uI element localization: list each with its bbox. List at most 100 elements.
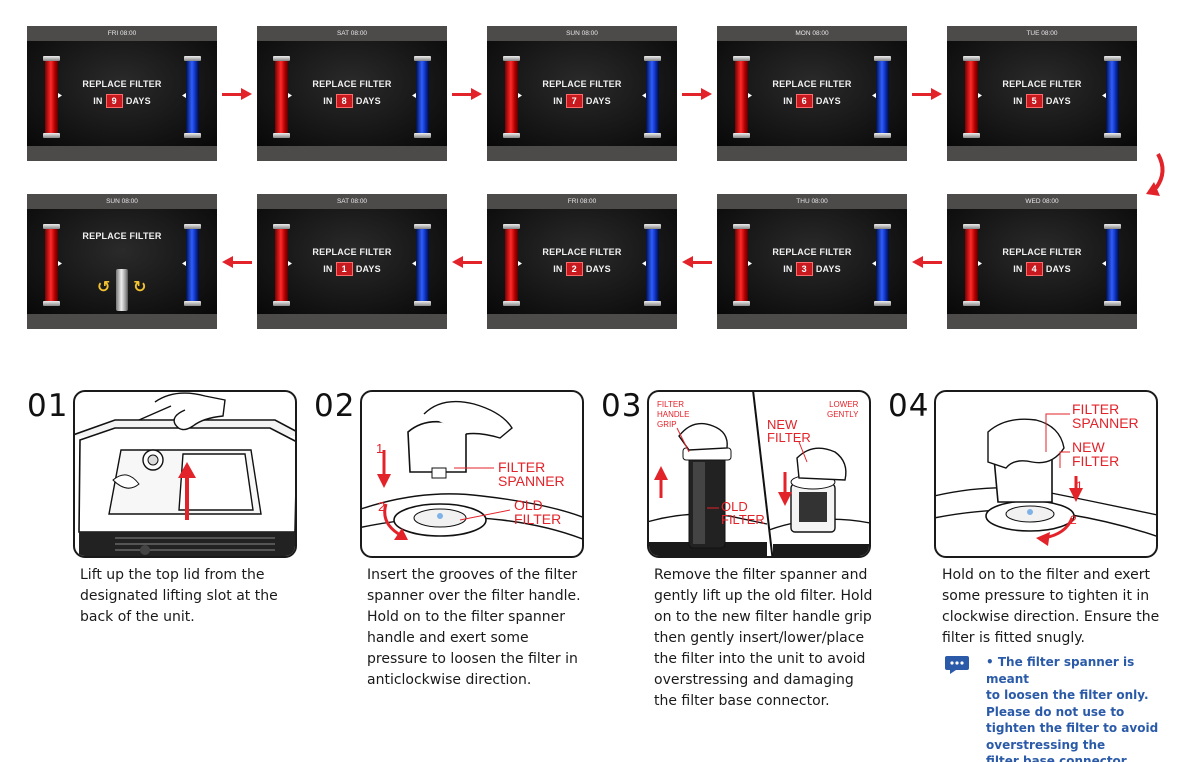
filter-handle-grip-label: FILTER HANDLE GRIP (657, 400, 690, 429)
arrow-left-icon (222, 256, 252, 268)
replace-filter-text: REPLACE FILTER (312, 79, 392, 89)
hot-tank-icon (963, 56, 982, 138)
screen-bottom-bar (487, 314, 677, 329)
days-text: DAYS (585, 264, 611, 274)
rotate-left-icon: ↺ (97, 277, 111, 296)
screen-time: FRI 08:00 (27, 26, 217, 41)
in-text: IN (323, 96, 333, 106)
hot-tank-icon (503, 56, 522, 138)
days-text: DAYS (815, 264, 841, 274)
step-number-03: 03 (601, 388, 643, 424)
hot-tank-icon (963, 224, 982, 306)
in-text: IN (553, 264, 563, 274)
days-remaining-count: 4 (1025, 262, 1043, 276)
cold-tank-icon (872, 224, 891, 306)
screen-bottom-bar (257, 146, 447, 161)
in-text: IN (323, 264, 333, 274)
screen-time: TUE 08:00 (947, 26, 1137, 41)
cold-tank-icon (642, 56, 661, 138)
replace-filter-text: REPLACE FILTER (82, 231, 162, 241)
in-text: IN (553, 96, 563, 106)
days-remaining-count: 7 (565, 94, 583, 108)
arrow-left-icon (912, 256, 942, 268)
screen-time: MON 08:00 (717, 26, 907, 41)
replace-filter-text: REPLACE FILTER (1002, 247, 1082, 257)
replace-filter-text: REPLACE FILTER (542, 247, 622, 257)
cold-tank-icon (412, 56, 431, 138)
cold-tank-icon (1102, 56, 1121, 138)
arrow-right-icon (912, 88, 942, 100)
old-filter-label: OLD FILTER (721, 499, 765, 527)
replace-filter-text: REPLACE FILTER (1002, 79, 1082, 89)
hot-tank-icon (43, 56, 62, 138)
screen-time: FRI 08:00 (487, 194, 677, 209)
cold-tank-icon (412, 224, 431, 306)
step-description-04: Hold on to the filter and exert some pre… (942, 567, 1160, 646)
replace-filter-illustration (649, 392, 869, 556)
screen-time: SUN 08:00 (27, 194, 217, 209)
days-remaining-count: 9 (105, 94, 123, 108)
step-illustration-01 (73, 390, 297, 558)
days-remaining-count: 8 (335, 94, 353, 108)
days-text: DAYS (355, 96, 381, 106)
old-filter-label: OLD FILTER (514, 497, 562, 527)
rotate-right-icon: ↻ (133, 277, 147, 296)
days-remaining-count: 1 (335, 262, 353, 276)
hot-tank-icon (43, 224, 62, 306)
days-text: DAYS (1045, 264, 1071, 274)
replace-filter-text: REPLACE FILTER (312, 247, 392, 257)
arrow-label-1: 1 (1076, 479, 1083, 493)
step-number-01: 01 (27, 388, 69, 424)
tighten-filter-illustration (936, 413, 1156, 546)
hot-tank-icon (733, 224, 752, 306)
filter-spanner-label: FILTER SPANNER (1072, 401, 1139, 431)
step-number-04: 04 (888, 388, 930, 424)
arrow-curve-down-icon (1146, 153, 1165, 196)
step-illustration-02: 1 2 FILTER SPANNER OLD FILTER (360, 390, 584, 558)
days-text: DAYS (815, 96, 841, 106)
screen-bottom-bar (257, 314, 447, 329)
replace-filter-text: REPLACE FILTER (542, 79, 622, 89)
cold-tank-icon (872, 56, 891, 138)
screen-time: SUN 08:00 (487, 26, 677, 41)
replace-filter-text: REPLACE FILTER (772, 247, 852, 257)
filter-spanner-label: FILTER SPANNER (498, 459, 565, 489)
arrow-label-2: 2 (378, 499, 386, 514)
days-text: DAYS (125, 96, 151, 106)
days-remaining-count: 6 (795, 94, 813, 108)
in-text: IN (783, 96, 793, 106)
in-text: IN (1013, 96, 1023, 106)
screen-time: SAT 08:00 (257, 194, 447, 209)
cold-tank-icon (182, 224, 201, 306)
screen-time: SAT 08:00 (257, 26, 447, 41)
step-description-03: Remove the filter spanner and gently lif… (654, 567, 873, 709)
in-text: IN (1013, 264, 1023, 274)
screen-bottom-bar (27, 146, 217, 161)
days-remaining-count: 2 (565, 262, 583, 276)
screen-bottom-bar (947, 314, 1137, 329)
replace-filter-text: REPLACE FILTER (772, 79, 852, 89)
filter-spanner-note: • The filter spanner is meant to loosen … (986, 655, 1159, 762)
arrow-right-icon (452, 88, 482, 100)
